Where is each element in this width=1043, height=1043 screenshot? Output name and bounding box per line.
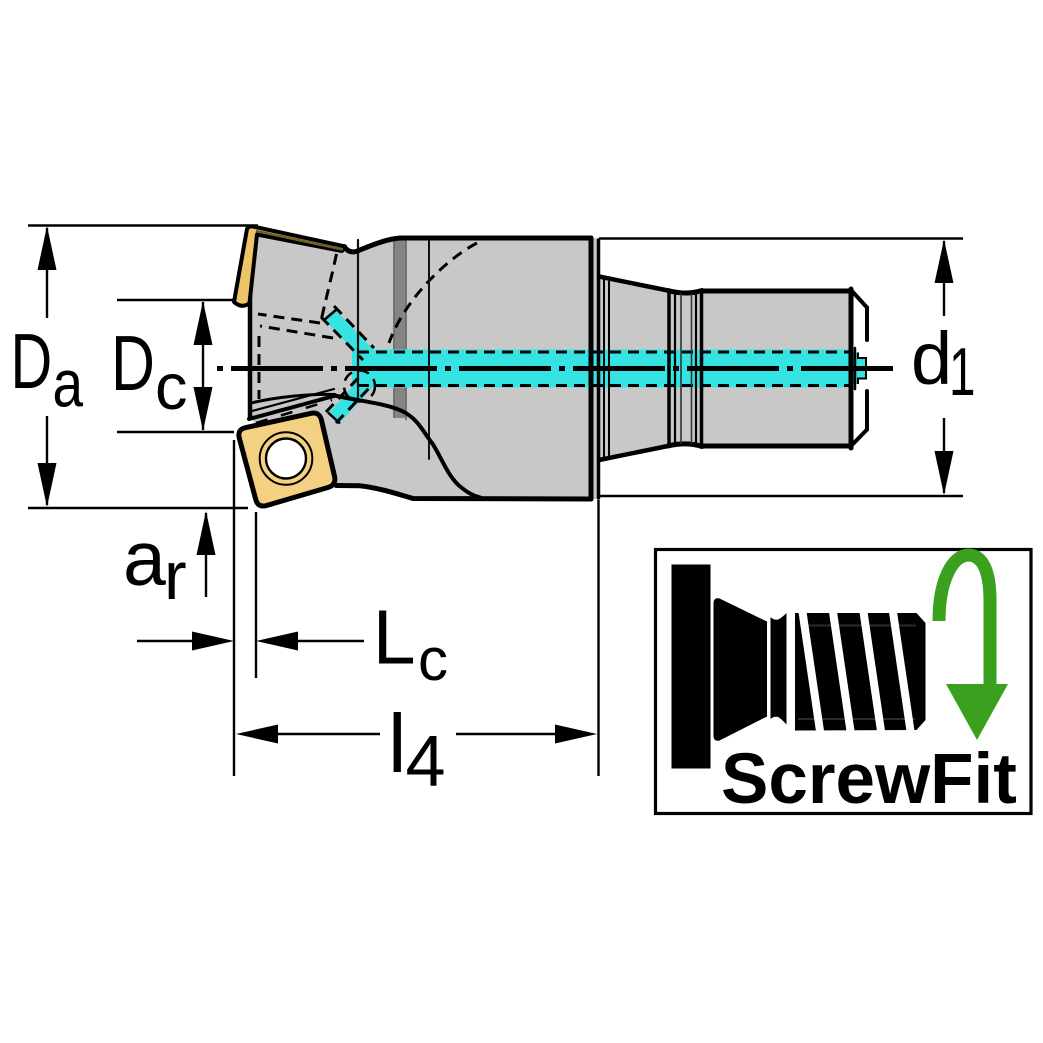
svg-text:a: a (53, 346, 84, 420)
svg-text:1: 1 (949, 335, 975, 410)
svg-text:D: D (11, 318, 53, 406)
svg-text:c: c (155, 350, 188, 423)
svg-text:d: d (911, 317, 952, 400)
svg-text:ScrewFit: ScrewFit (721, 740, 1017, 819)
svg-text:l: l (388, 697, 406, 790)
svg-text:4: 4 (406, 722, 446, 802)
svg-text:L: L (373, 595, 416, 681)
svg-text:c: c (418, 626, 448, 693)
svg-text:a: a (123, 516, 166, 602)
svg-text:D: D (111, 320, 155, 407)
svg-text:r: r (164, 538, 187, 614)
